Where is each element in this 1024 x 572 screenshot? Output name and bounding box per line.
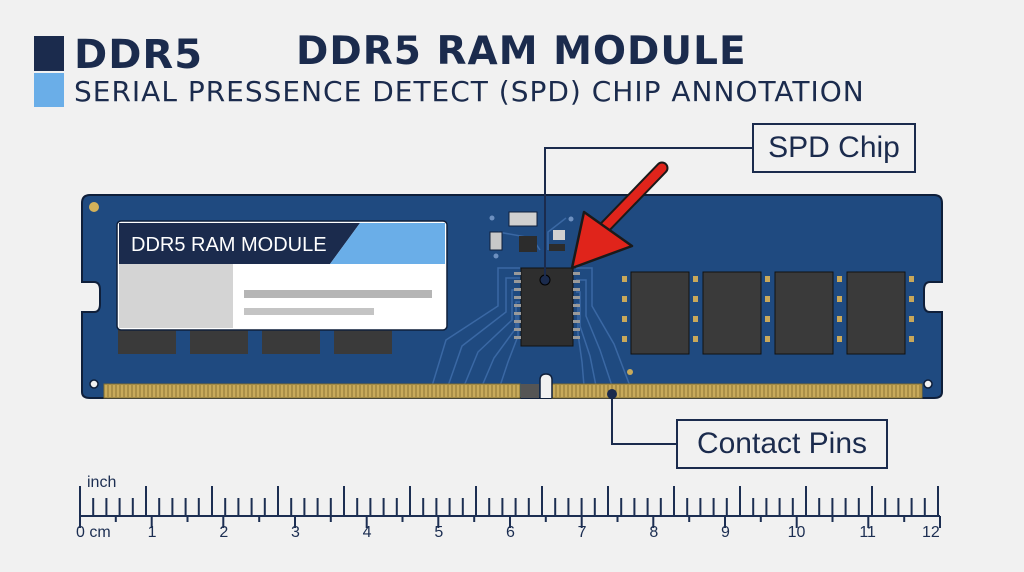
memory-chip xyxy=(846,271,906,355)
badge-light-block xyxy=(34,73,64,107)
ruler-cm-label: 2 xyxy=(219,524,229,541)
right-memory-chips xyxy=(622,271,914,355)
pins-leader-dot xyxy=(607,389,617,399)
label-header-dark xyxy=(119,223,360,264)
smd-component xyxy=(519,236,537,252)
smd-component xyxy=(489,231,503,251)
ruler-cm-label: 5 xyxy=(434,524,444,541)
ruler-cm-label: 3 xyxy=(291,524,300,541)
ruler-cm-label: 7 xyxy=(577,524,587,541)
badge-dark-block xyxy=(34,36,64,71)
ruler-cm-label: 12 xyxy=(922,524,940,541)
ruler-cm-label: 1 xyxy=(147,524,157,541)
ruler-cm-label: 0 cm xyxy=(76,524,111,541)
module-label-text: DDR5 RAM MODULE xyxy=(131,234,327,256)
via xyxy=(493,253,499,259)
ruler-inch-label: inch xyxy=(87,474,117,491)
spd-leader-dot xyxy=(541,276,549,284)
red-arrow-icon xyxy=(570,161,669,270)
spd-chip-callout: SPD Chip xyxy=(752,123,916,173)
pins-leader-line xyxy=(611,394,676,445)
mounting-hole-gold xyxy=(89,202,99,212)
memory-chip xyxy=(702,271,762,355)
brand-title: DDR5 xyxy=(74,32,204,78)
label-line xyxy=(244,308,374,315)
contact-pins-callout: Contact Pins xyxy=(676,419,888,469)
memory-chip xyxy=(630,271,690,355)
ruler-cm-label: 6 xyxy=(506,524,515,541)
via xyxy=(489,215,495,221)
spd-leader-line xyxy=(544,147,752,278)
ruler-cm-label: 9 xyxy=(721,524,730,541)
page-subtitle: SERIAL PRESSENCE DETECT (SPD) CHIP ANNOT… xyxy=(74,75,865,108)
ruler-cm-label: 8 xyxy=(649,524,659,541)
pin-lines xyxy=(107,385,921,397)
pcb-traces xyxy=(431,217,631,387)
via xyxy=(568,216,574,222)
ruler xyxy=(79,486,941,528)
mounting-hole xyxy=(89,379,99,389)
ruler-cm-label: 4 xyxy=(362,524,372,541)
label-gray-block xyxy=(119,264,233,328)
label-header-light xyxy=(330,223,445,264)
ruler-cm-label: 11 xyxy=(859,524,876,541)
gold-dot xyxy=(627,369,633,375)
page-title: DDR5 RAM MODULE xyxy=(296,29,747,74)
smd-component xyxy=(549,244,565,251)
label-line xyxy=(244,290,432,298)
memory-chip xyxy=(774,271,834,355)
smd-component xyxy=(553,230,565,240)
smd-component xyxy=(508,211,538,227)
mounting-hole xyxy=(923,379,933,389)
ruler-cm-label: 10 xyxy=(787,524,806,541)
